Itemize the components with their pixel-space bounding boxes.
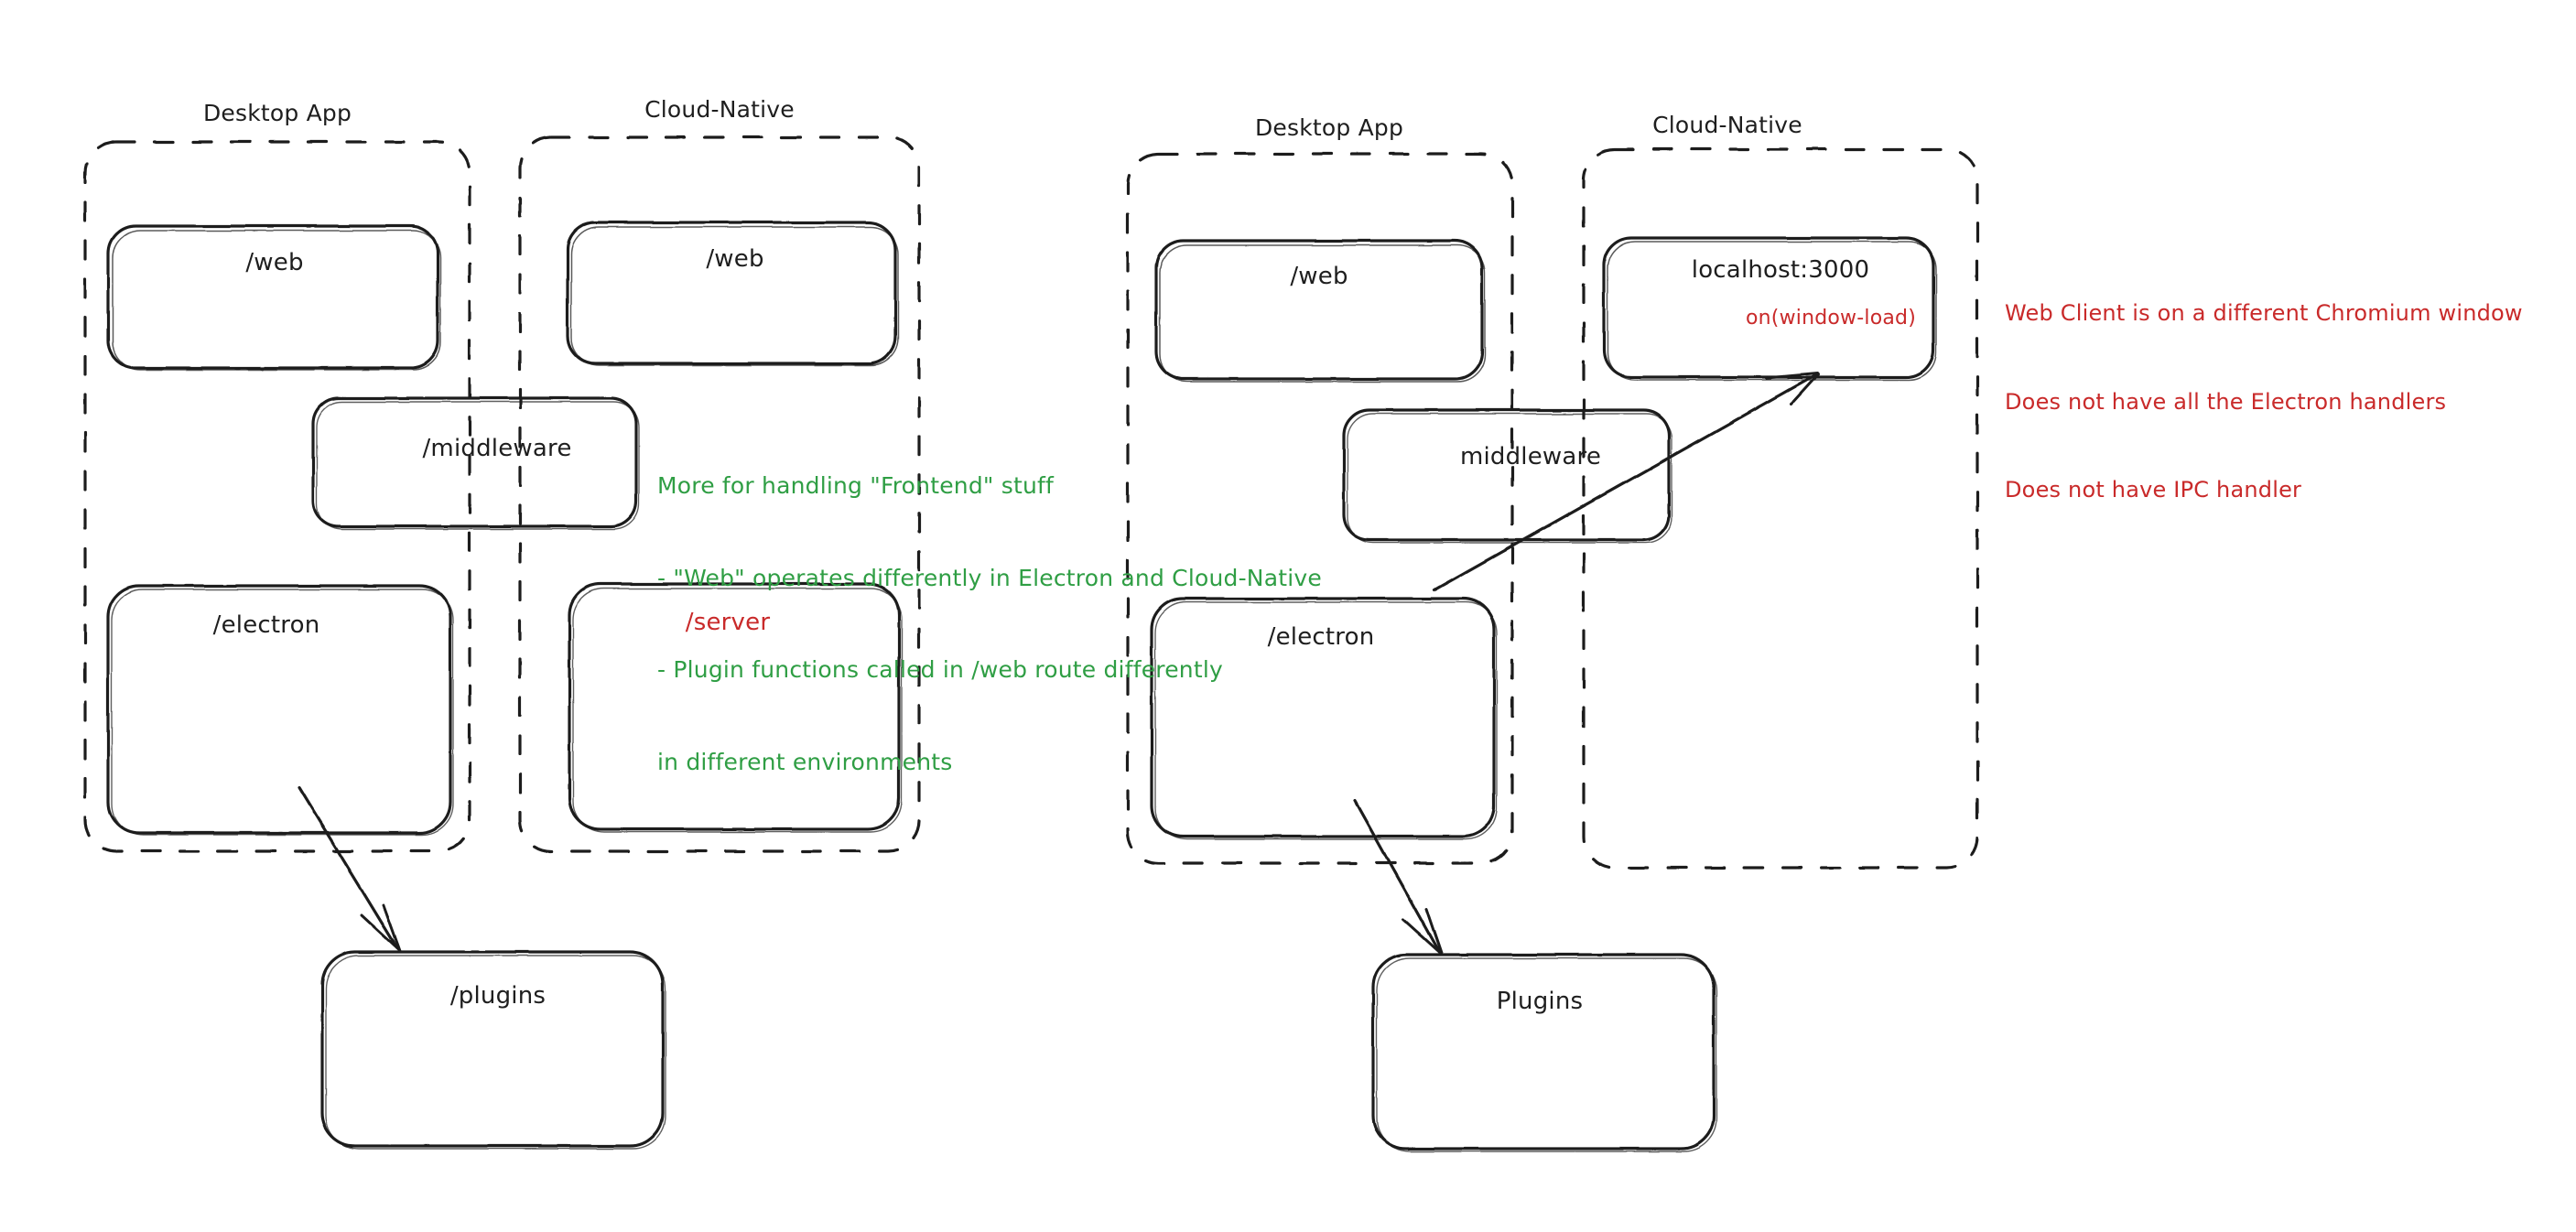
- node-label-right-plugins: Plugins: [1496, 988, 1584, 1015]
- annotation-green-line-1: More for handling "Frontend" stuff: [657, 472, 1055, 499]
- annotation-red-note: Web Client is on a different Chromium wi…: [2005, 240, 2523, 564]
- group-title-left-cloud-native: Cloud-Native: [644, 96, 795, 123]
- node-label-left-plugins: /plugins: [449, 982, 547, 1010]
- annotation-green-line-2: - "Web" operates differently in Electron…: [657, 564, 1322, 591]
- node-border-left-desktop-web: [106, 224, 441, 371]
- node-border-right-electron: [1150, 597, 1498, 840]
- annotation-green-line-4: in different environments: [657, 748, 953, 775]
- group-title-right-desktop-app: Desktop App: [1254, 114, 1404, 141]
- node-border-right-plugins: [1371, 953, 1717, 1152]
- node-label-left-cloud-web: /web: [706, 245, 764, 273]
- node-border-left-cloud-web: [566, 221, 899, 366]
- edge-right-electron-to-localhost: [1432, 372, 1820, 592]
- group-title-right-cloud-native: Cloud-Native: [1652, 112, 1802, 138]
- annotation-red-line-1: Web Client is on a different Chromium wi…: [2005, 300, 2523, 327]
- annotation-green-line-3: - Plugin functions called in /web route …: [657, 656, 1223, 683]
- node-border-left-plugins: [320, 950, 666, 1150]
- group-border-left-desktop-app: [83, 140, 471, 853]
- node-label-right-middleware: middleware: [1459, 443, 1602, 470]
- group-border-right-desktop-app: [1126, 152, 1514, 865]
- edge-left-electron-to-plugins: [298, 786, 402, 953]
- node-label-right-localhost: localhost:3000: [1691, 256, 1870, 284]
- group-border-right-cloud-native: [1582, 147, 1979, 870]
- node-border-left-electron: [106, 584, 454, 836]
- annotation-green-note: More for handling "Frontend" stuff - "We…: [657, 409, 1322, 838]
- node-label-right-desktop-web: /web: [1290, 263, 1348, 290]
- annotation-red-line-3: Does not have IPC handler: [2005, 477, 2302, 503]
- node-label-left-electron: /electron: [212, 611, 320, 639]
- group-title-left-desktop-app: Desktop App: [202, 100, 352, 126]
- node-label-left-middleware: /middleware: [422, 435, 572, 462]
- node-label-right-electron: /electron: [1267, 623, 1375, 651]
- node-border-left-server: [568, 582, 903, 833]
- annotation-red-line-2: Does not have all the Electron handlers: [2005, 388, 2447, 415]
- node-sublabel-right-localhost: on(window-load): [1746, 307, 1916, 330]
- group-border-left-cloud-native: [518, 135, 921, 853]
- node-border-right-middleware: [1342, 408, 1672, 544]
- node-border-left-middleware: [311, 396, 640, 530]
- node-label-left-server: /server: [685, 609, 771, 636]
- node-label-left-desktop-web: /web: [245, 249, 304, 276]
- node-border-right-desktop-web: [1154, 239, 1486, 383]
- edge-right-electron-to-plugins: [1353, 799, 1444, 956]
